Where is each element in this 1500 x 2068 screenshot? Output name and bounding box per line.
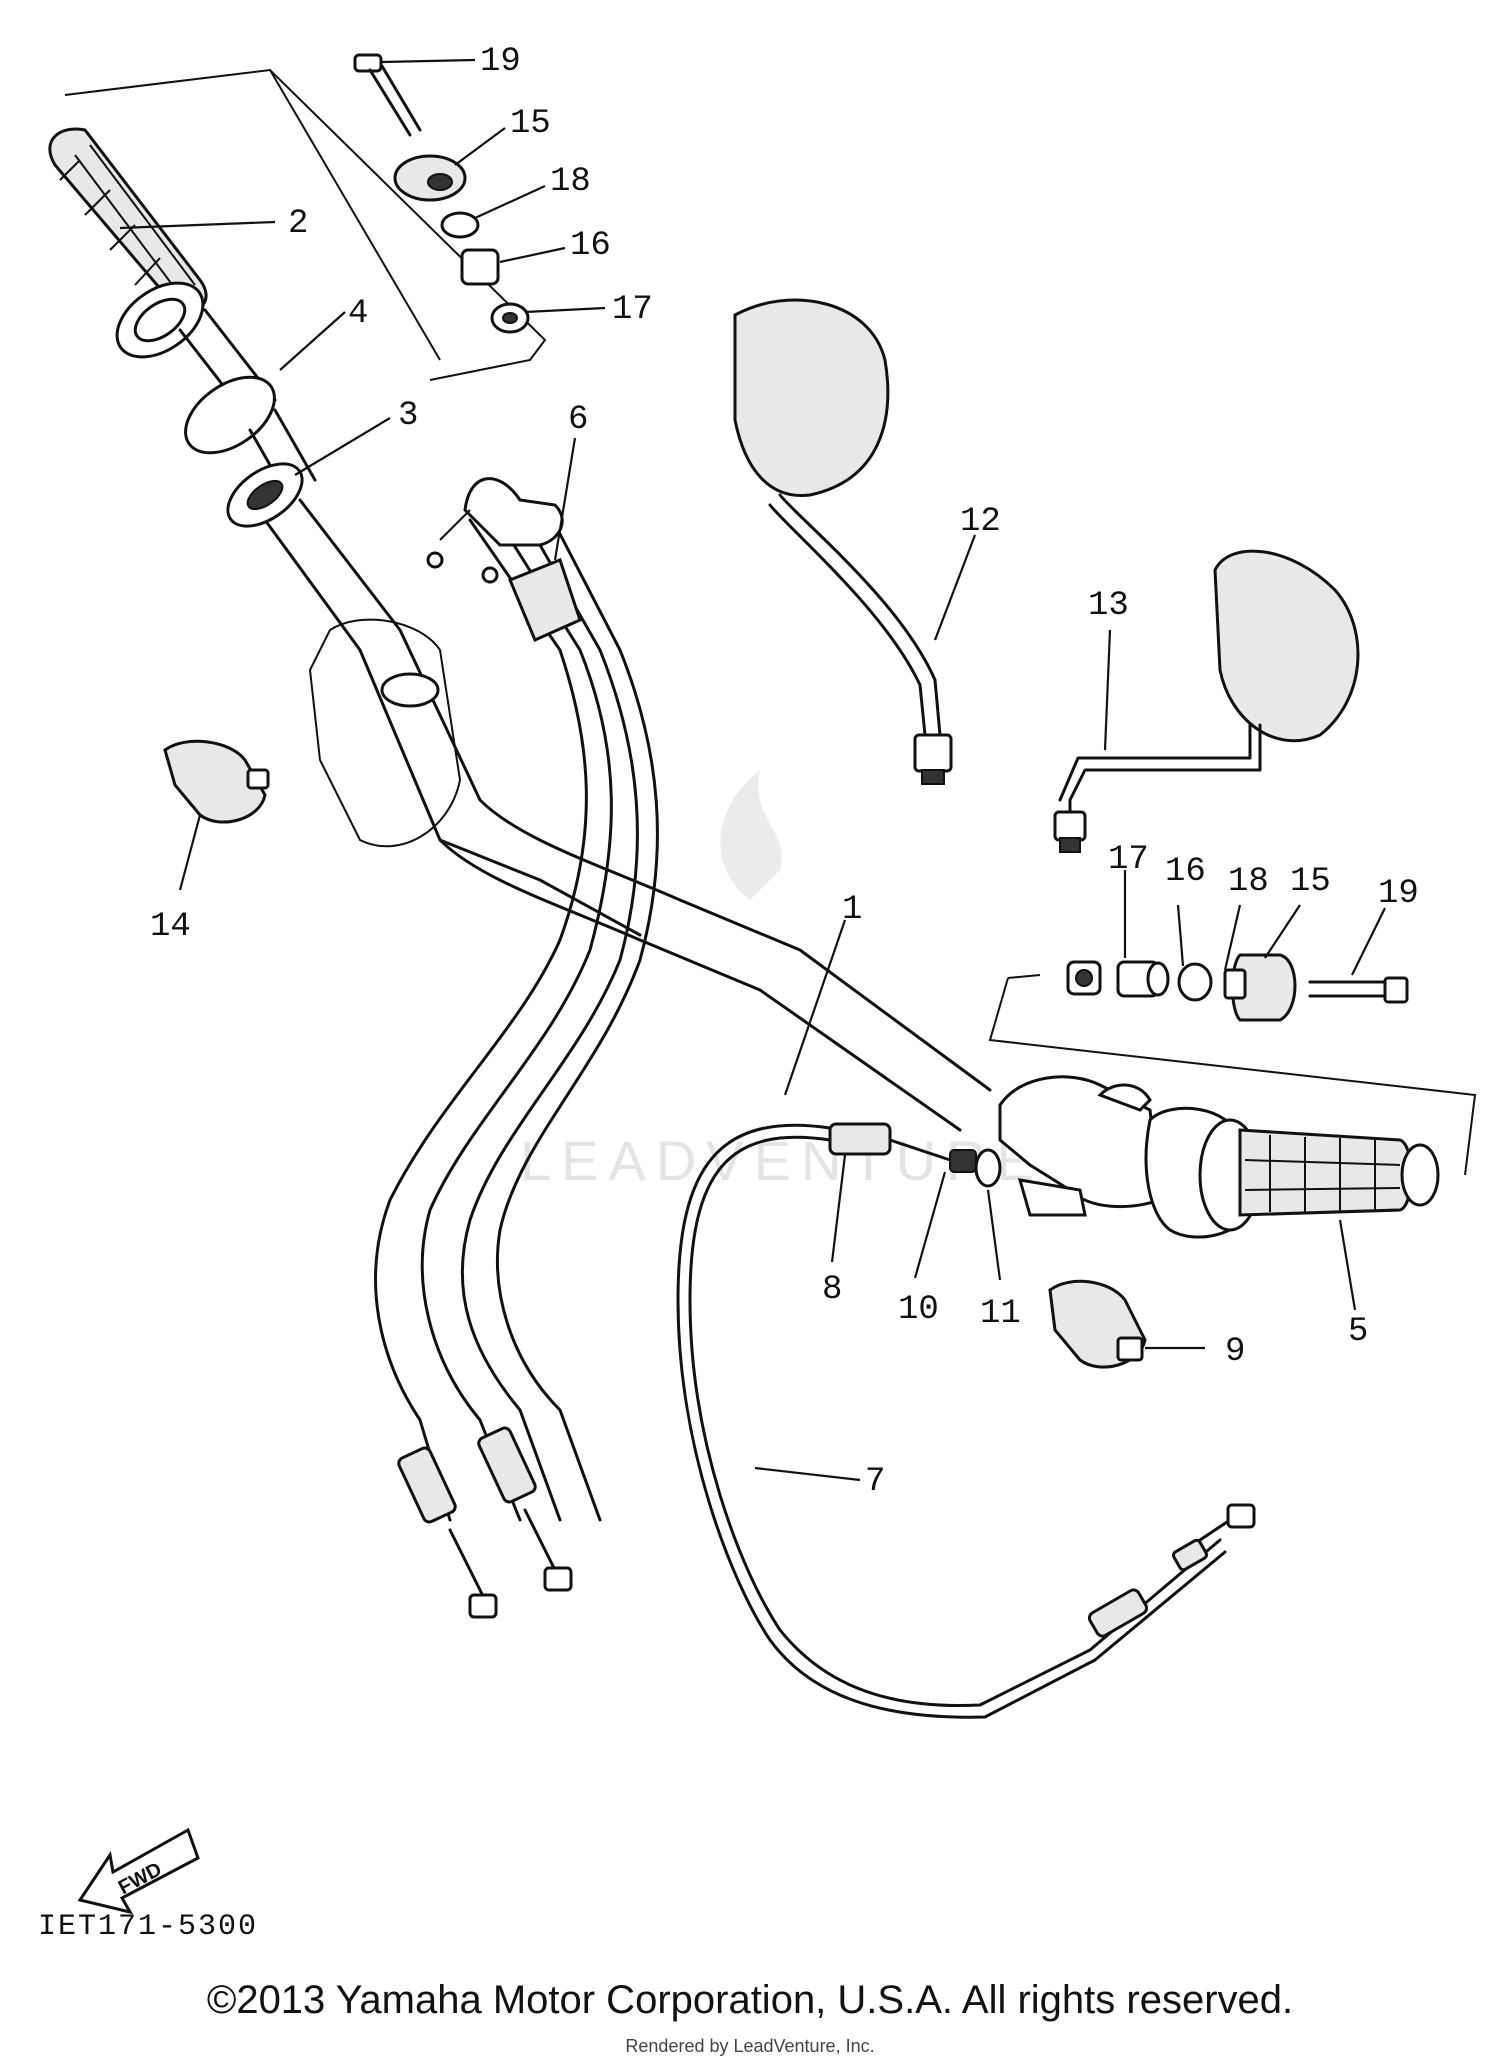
left-grip-flange	[115, 281, 205, 359]
callout-18-right: 18	[1228, 863, 1269, 901]
nut-top	[490, 302, 530, 334]
callout-9: 9	[1225, 1333, 1245, 1371]
collar-top	[460, 248, 500, 286]
callout-12: 12	[960, 503, 1001, 541]
right-grip	[1198, 1118, 1440, 1232]
watermark: LEADVENTURE	[520, 770, 1034, 1192]
callout-19-right: 19	[1378, 875, 1419, 913]
damper-top	[393, 154, 467, 202]
callout-17-right: 17	[1108, 841, 1149, 879]
mirror-right	[1053, 549, 1360, 853]
callout-17-top: 17	[612, 291, 653, 329]
left-switch-housing	[308, 618, 462, 848]
callout-10: 10	[898, 1291, 939, 1329]
callout-13: 13	[1088, 587, 1129, 625]
top-hardware-bracket	[64, 68, 547, 381]
right-hardware-bracket	[988, 974, 1477, 1176]
callout-15-right: 15	[1290, 863, 1331, 901]
diagram-code: IET171-5300	[38, 1910, 259, 1944]
callout-8: 8	[822, 1271, 842, 1309]
throttle-cable-ends	[397, 1426, 573, 1619]
bolt-right	[1308, 976, 1409, 1004]
collar-right	[1116, 960, 1170, 998]
switch-right	[1048, 1279, 1147, 1369]
callout-11: 11	[980, 1295, 1021, 1333]
callout-1: 1	[842, 891, 862, 929]
clutch-cable	[676, 1122, 1256, 1719]
callout-3: 3	[398, 397, 418, 435]
callout-5: 5	[1348, 1313, 1368, 1351]
callouts: 2 4 3 6 19 15 18 16 17 12 13 17 16 18 15…	[150, 43, 1419, 1501]
rendered-by-text: Rendered by LeadVenture, Inc.	[625, 2036, 875, 2056]
callout-6: 6	[568, 401, 588, 439]
lever-holder	[998, 1075, 1162, 1217]
callout-19-top: 19	[480, 43, 521, 81]
left-grip	[48, 127, 208, 314]
leader-lines	[119, 58, 1386, 1482]
mirror-left	[733, 298, 953, 785]
callout-18-top: 18	[550, 163, 591, 201]
throttle-cables	[374, 477, 659, 1522]
callout-15-top: 15	[510, 105, 551, 143]
fwd-arrow: FWD	[77, 1827, 200, 1915]
washer-top	[440, 211, 480, 239]
callout-2: 2	[288, 205, 308, 243]
switch-left	[163, 739, 270, 824]
callout-16-right: 16	[1165, 853, 1206, 891]
callout-4: 4	[348, 295, 368, 333]
bolt-top	[353, 53, 422, 137]
nut-right	[1066, 960, 1102, 996]
callout-16-top: 16	[570, 227, 611, 265]
bracket	[226, 408, 317, 528]
damper-right	[1223, 953, 1297, 1022]
callout-7: 7	[865, 1463, 885, 1501]
handlebar	[263, 498, 992, 1132]
copyright-text: ©2013 Yamaha Motor Corporation, U.S.A. A…	[206, 1978, 1294, 2022]
washer-right	[1177, 962, 1213, 1002]
callout-14: 14	[150, 908, 191, 946]
